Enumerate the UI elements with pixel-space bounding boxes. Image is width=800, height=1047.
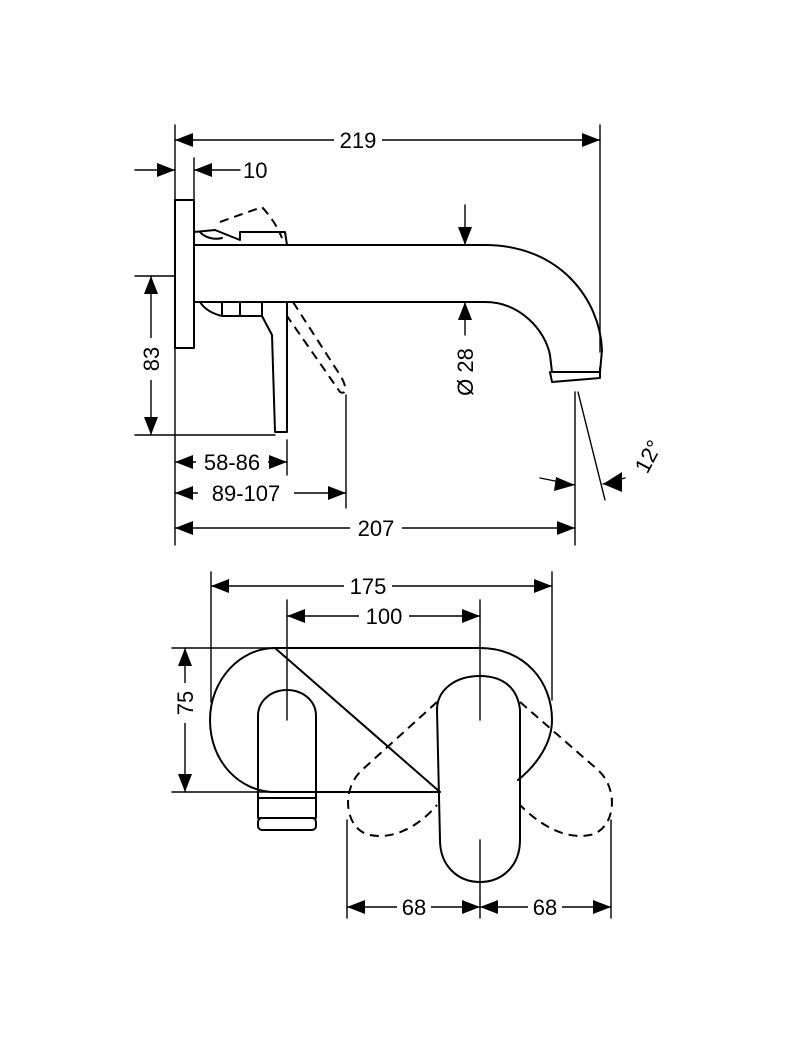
dim-83: 83: [134, 275, 276, 436]
lever-alt-position-down: [286, 301, 347, 394]
spout-aerator: [257, 817, 317, 831]
spout-front: [257, 689, 317, 819]
dim-175-label: 175: [350, 574, 387, 599]
lever-handle: [193, 301, 288, 433]
lever-alt-position-up: [219, 206, 283, 239]
dim-100-label: 100: [366, 604, 403, 629]
lever-front-alt-left: [347, 701, 438, 837]
dim-83-label: 83: [139, 347, 164, 371]
dim-angle-12: 12°: [539, 391, 668, 501]
lever-front: [436, 675, 521, 883]
side-view: [174, 199, 603, 433]
dim-diameter-28: Ø 28: [453, 204, 478, 396]
dim-89-107-label: 89-107: [212, 481, 281, 506]
backplate-outline: [209, 647, 553, 793]
spout-outline: [193, 244, 603, 373]
dim-75: 75: [171, 647, 276, 793]
dim-58-86-label: 58-86: [204, 450, 260, 475]
dim-75-label: 75: [173, 691, 198, 715]
wall-plate: [174, 199, 195, 349]
spout-outlet: [549, 367, 601, 383]
dim-68-68: 68 68: [346, 819, 612, 920]
dim-68-left-label: 68: [402, 895, 426, 920]
dim-angle-12-label: 12°: [630, 436, 668, 477]
dim-100: 100: [286, 599, 481, 721]
dim-diameter-28-label: Ø 28: [453, 348, 478, 396]
dim-58-86: 58-86: [174, 347, 288, 546]
dim-175: 175: [210, 571, 553, 703]
dim-10: 10: [134, 157, 267, 231]
front-view: [209, 647, 613, 883]
dim-89-107: 89-107: [174, 394, 347, 509]
dim-207: 207: [174, 391, 576, 546]
dim-207-label: 207: [358, 516, 395, 541]
dim-68-right-label: 68: [533, 895, 557, 920]
dim-219: 219: [174, 124, 601, 353]
lever-base-top: [193, 229, 288, 246]
lever-front-alt-right: [519, 701, 613, 837]
dim-219-label: 219: [340, 128, 377, 153]
dim-10-label: 10: [243, 158, 267, 183]
